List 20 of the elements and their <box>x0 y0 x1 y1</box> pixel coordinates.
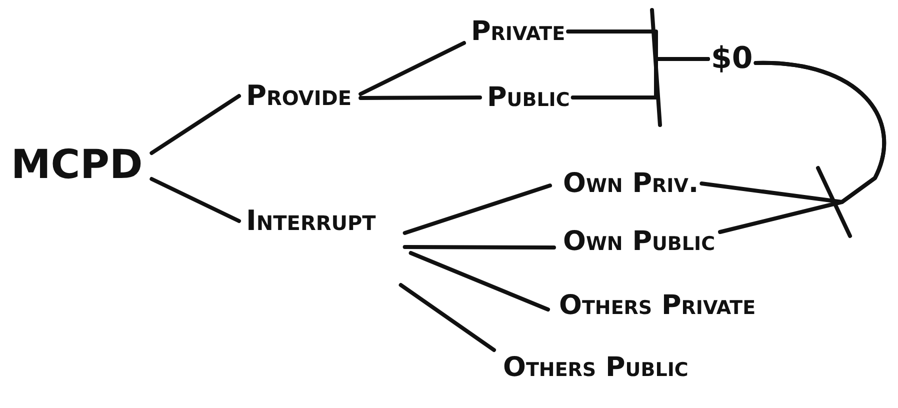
branch-label: Own Public <box>560 226 718 257</box>
branch-label: Interrupt <box>243 205 379 237</box>
branch-label: Provide <box>243 80 355 112</box>
connector-line <box>402 184 552 235</box>
branch-label: Own Priv. <box>560 168 702 199</box>
connector-line <box>398 283 496 352</box>
branch-label: $0 <box>708 42 756 76</box>
branch-label: Others Public <box>500 352 692 383</box>
connector-line <box>358 96 482 100</box>
branch-label: Others Private <box>556 290 759 321</box>
connector-line <box>150 177 241 223</box>
connector-line <box>718 61 886 234</box>
connector-line <box>570 57 710 100</box>
connector-line <box>408 251 550 312</box>
branch-label: Private <box>468 16 568 47</box>
connector-line <box>402 245 556 250</box>
connector-line <box>150 94 241 155</box>
connector-line <box>358 41 466 96</box>
root-label: MCPD <box>8 143 146 187</box>
branch-label: Public <box>484 82 573 113</box>
